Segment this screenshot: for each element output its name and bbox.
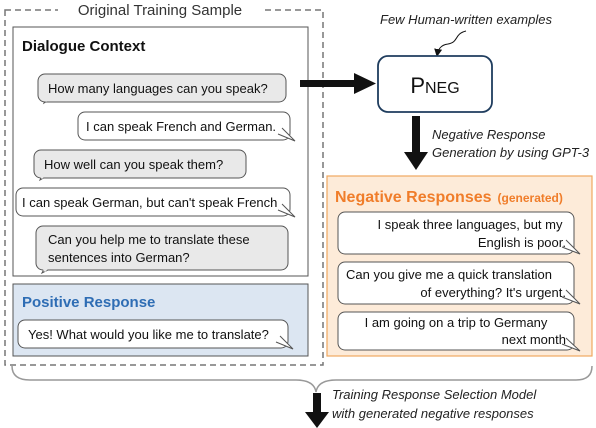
combine-brace: [11, 365, 593, 393]
negative-response-text: English is poor.: [478, 235, 566, 250]
dialogue-turn-text: How well can you speak them?: [44, 157, 223, 172]
pneg-label: PNEG: [410, 73, 459, 98]
pneg-big: P: [410, 73, 425, 98]
pneg-small: NEG: [425, 80, 460, 97]
squiggle-arrow: [434, 30, 467, 57]
dialogue-turn-text: I can speak German, but can't speak Fren…: [22, 195, 277, 210]
dialogue-turn-text: Can you help me to translate these: [48, 232, 250, 247]
training-label-line2: with generated negative responses: [332, 406, 534, 421]
negative-responses-panel: Negative Responses (generated) I speak th…: [326, 175, 593, 357]
dialogue-context-panel: Dialogue Context How many languages can …: [12, 26, 309, 277]
dialogue-context-title: Dialogue Context: [22, 38, 145, 55]
negative-responses-title: Negative Responses (generated): [335, 189, 563, 206]
original-training-sample-frame: Original Training Sample: [4, 0, 324, 366]
training-label-line1: Training Response Selection Model: [332, 387, 537, 402]
generation-label-line2: Generation by using GPT-3: [432, 145, 590, 160]
dialogue-turn-text: I can speak French and German.: [86, 119, 276, 134]
negative-response-text: of everything? It's urgent.: [420, 285, 566, 300]
dialogue-turn: I can speak French and German.: [77, 111, 296, 142]
negative-response-item: Can you give me a quick translation of e…: [337, 261, 581, 305]
dialogue-turn-text: How many languages can you speak?: [48, 81, 268, 96]
negative-response-text: next month: [502, 332, 566, 347]
few-human-examples-label: Few Human-written examples: [380, 12, 552, 27]
positive-response-title: Positive Response: [22, 294, 155, 311]
context-to-pneg-arrow: [300, 73, 376, 94]
negative-title-tag: (generated): [498, 191, 563, 205]
negative-title-main: Negative Responses: [335, 189, 492, 206]
negative-response-text: I speak three languages, but my: [377, 217, 563, 232]
negative-response-item: I speak three languages, but my English …: [337, 211, 581, 255]
negative-response-item: I am going on a trip to Germany next mon…: [337, 311, 581, 352]
original-sample-title: Original Training Sample: [78, 2, 242, 19]
pneg-to-negative-arrow: [404, 116, 428, 170]
dialogue-turn: I can speak German, but can't speak Fren…: [15, 187, 296, 218]
training-arrow: [305, 393, 329, 428]
pneg-box: PNEG: [377, 55, 493, 113]
generation-label-line1: Negative Response: [432, 127, 545, 142]
negative-response-text: I am going on a trip to Germany: [365, 315, 548, 330]
dialogue-turn-text: sentences into German?: [48, 250, 190, 265]
positive-response-text: Yes! What would you like me to translate…: [28, 327, 269, 342]
positive-response-panel: Positive Response Yes! What would you li…: [12, 283, 309, 357]
dialogue-turn: Can you help me to translate these sente…: [35, 225, 289, 275]
negative-response-text: Can you give me a quick translation: [346, 267, 552, 282]
dialogue-turn: How many languages can you speak?: [37, 73, 287, 105]
dialogue-turn: How well can you speak them?: [33, 149, 247, 182]
